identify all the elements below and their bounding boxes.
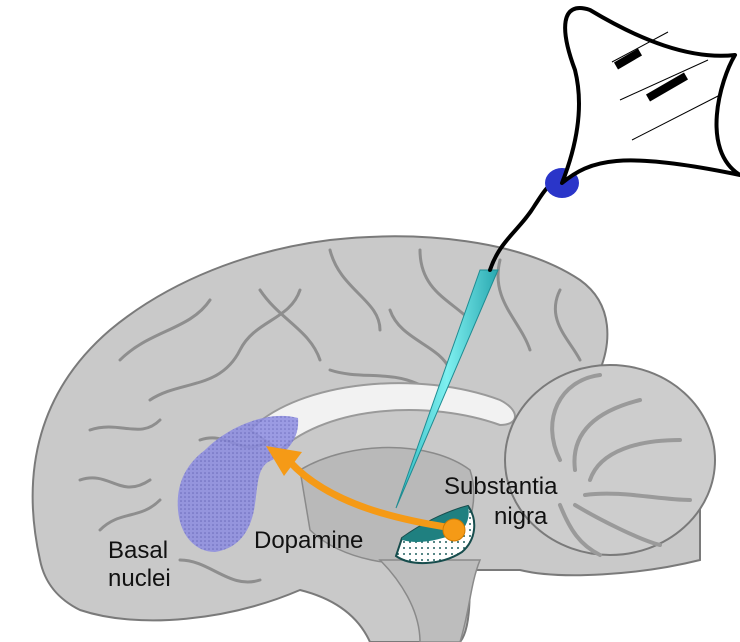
dopamine-arrow bbox=[266, 446, 466, 542]
basal-nuclei-region bbox=[177, 415, 299, 552]
amplifier-icon bbox=[560, 6, 740, 185]
brain-cerebellum bbox=[504, 364, 716, 557]
basal-nuclei-label-line1: Basal bbox=[108, 537, 169, 564]
substantia-nigra-label-line1: Substantia bbox=[444, 473, 558, 500]
basal-nuclei-label-line2: nuclei bbox=[108, 565, 171, 592]
substantia-nigra-label-line2: nigra bbox=[494, 503, 548, 530]
dopamine-label: Dopamine bbox=[254, 527, 364, 554]
